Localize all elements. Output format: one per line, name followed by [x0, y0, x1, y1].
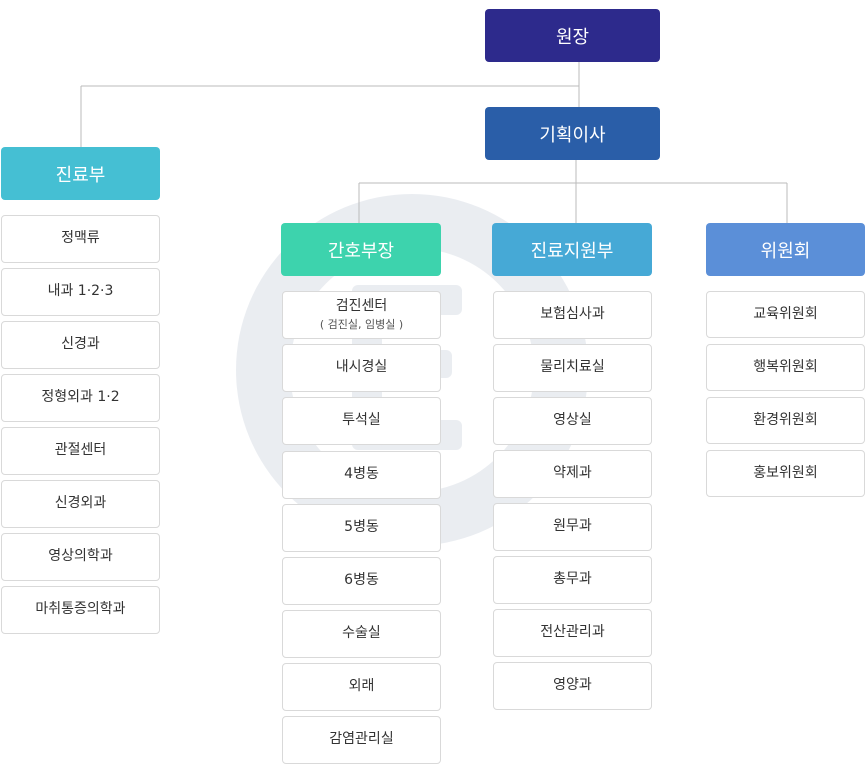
director-box: 원장 — [485, 9, 660, 62]
nursing-unit-label: 5병동 — [344, 519, 379, 536]
medical-unit-box: 신경과 — [1, 321, 160, 369]
committee-head: 위원회 — [706, 223, 865, 276]
nursing-unit-box: 투석실 — [282, 397, 441, 445]
nursing-unit-label: 6병동 — [344, 572, 379, 589]
nursing-unit-label: 감염관리실 — [329, 731, 394, 748]
medical-unit-box: 영상의학과 — [1, 533, 160, 581]
support-unit-box: 총무과 — [493, 556, 652, 604]
committee-label: 위원회 — [760, 240, 811, 262]
support-unit-box: 보험심사과 — [493, 291, 652, 339]
support-unit-box: 영양과 — [493, 662, 652, 710]
medical-unit-box: 내과 1·2·3 — [1, 268, 160, 316]
nursing-unit-box: 외래 — [282, 663, 441, 711]
nursing-unit-label: 투석실 — [342, 412, 381, 429]
nursing-unit-sublabel: ( 검진실, 임병실 ) — [319, 317, 404, 331]
medical-unit-label: 정형외과 1·2 — [41, 389, 120, 406]
support-unit-label: 보험심사과 — [540, 306, 605, 323]
planning-director-label: 기획이사 — [539, 124, 606, 146]
planning-director-box: 기획이사 — [485, 107, 660, 160]
committee-item-label: 행복위원회 — [753, 358, 818, 375]
committee-item-label: 교육위원회 — [753, 305, 818, 322]
medical-unit-label: 마취통증의학과 — [35, 601, 126, 618]
medical-department-head: 진료부 — [1, 147, 160, 200]
nursing-director-head: 간호부장 — [281, 223, 441, 276]
committee-item-label: 홍보위원회 — [753, 464, 818, 481]
committee-item-box: 홍보위원회 — [706, 450, 865, 497]
support-unit-label: 약제과 — [553, 465, 592, 482]
support-unit-label: 물리치료실 — [540, 359, 605, 376]
medical-unit-label: 관절센터 — [54, 442, 107, 459]
committee-item-box: 행복위원회 — [706, 344, 865, 391]
nursing-unit-label: 내시경실 — [335, 359, 388, 376]
support-unit-label: 원무과 — [553, 518, 592, 535]
medical-unit-label: 영상의학과 — [48, 548, 113, 565]
nursing-unit-box: 내시경실 — [282, 344, 441, 392]
support-unit-box: 물리치료실 — [493, 344, 652, 392]
nursing-unit-label: 수술실 — [342, 625, 381, 642]
support-unit-label: 전산관리과 — [540, 624, 605, 641]
medical-unit-box: 신경외과 — [1, 480, 160, 528]
medical-unit-label: 정맥류 — [61, 230, 100, 247]
nursing-unit-box: 수술실 — [282, 610, 441, 658]
support-unit-label: 총무과 — [553, 571, 592, 588]
medical-support-label: 진료지원부 — [530, 240, 614, 262]
nursing-unit-label: 4병동 — [344, 466, 379, 483]
support-unit-box: 영상실 — [493, 397, 652, 445]
support-unit-label: 영양과 — [553, 677, 592, 694]
medical-unit-box: 정형외과 1·2 — [1, 374, 160, 422]
support-unit-box: 원무과 — [493, 503, 652, 551]
committee-item-label: 환경위원회 — [753, 411, 818, 428]
committee-item-box: 교육위원회 — [706, 291, 865, 338]
medical-unit-box: 정맥류 — [1, 215, 160, 263]
medical-support-head: 진료지원부 — [492, 223, 652, 276]
nursing-unit-label: 외래 — [348, 678, 375, 695]
support-unit-label: 영상실 — [553, 412, 592, 429]
nursing-unit-label: 검진센터 — [335, 298, 388, 315]
medical-unit-box: 마취통증의학과 — [1, 586, 160, 634]
medical-unit-label: 내과 1·2·3 — [47, 283, 114, 300]
medical-unit-box: 관절센터 — [1, 427, 160, 475]
nursing-unit-box: 감염관리실 — [282, 716, 441, 764]
director-label: 원장 — [555, 26, 590, 48]
support-unit-box: 약제과 — [493, 450, 652, 498]
nursing-unit-box: 4병동 — [282, 451, 441, 499]
nursing-unit-box: 5병동 — [282, 504, 441, 552]
medical-unit-label: 신경과 — [61, 336, 100, 353]
committee-item-box: 환경위원회 — [706, 397, 865, 444]
medical-department-label: 진료부 — [55, 164, 106, 186]
nursing-unit-box: 검진센터 ( 검진실, 임병실 ) — [282, 291, 441, 339]
medical-unit-label: 신경외과 — [54, 495, 107, 512]
nursing-director-label: 간호부장 — [327, 240, 395, 262]
support-unit-box: 전산관리과 — [493, 609, 652, 657]
nursing-unit-box: 6병동 — [282, 557, 441, 605]
